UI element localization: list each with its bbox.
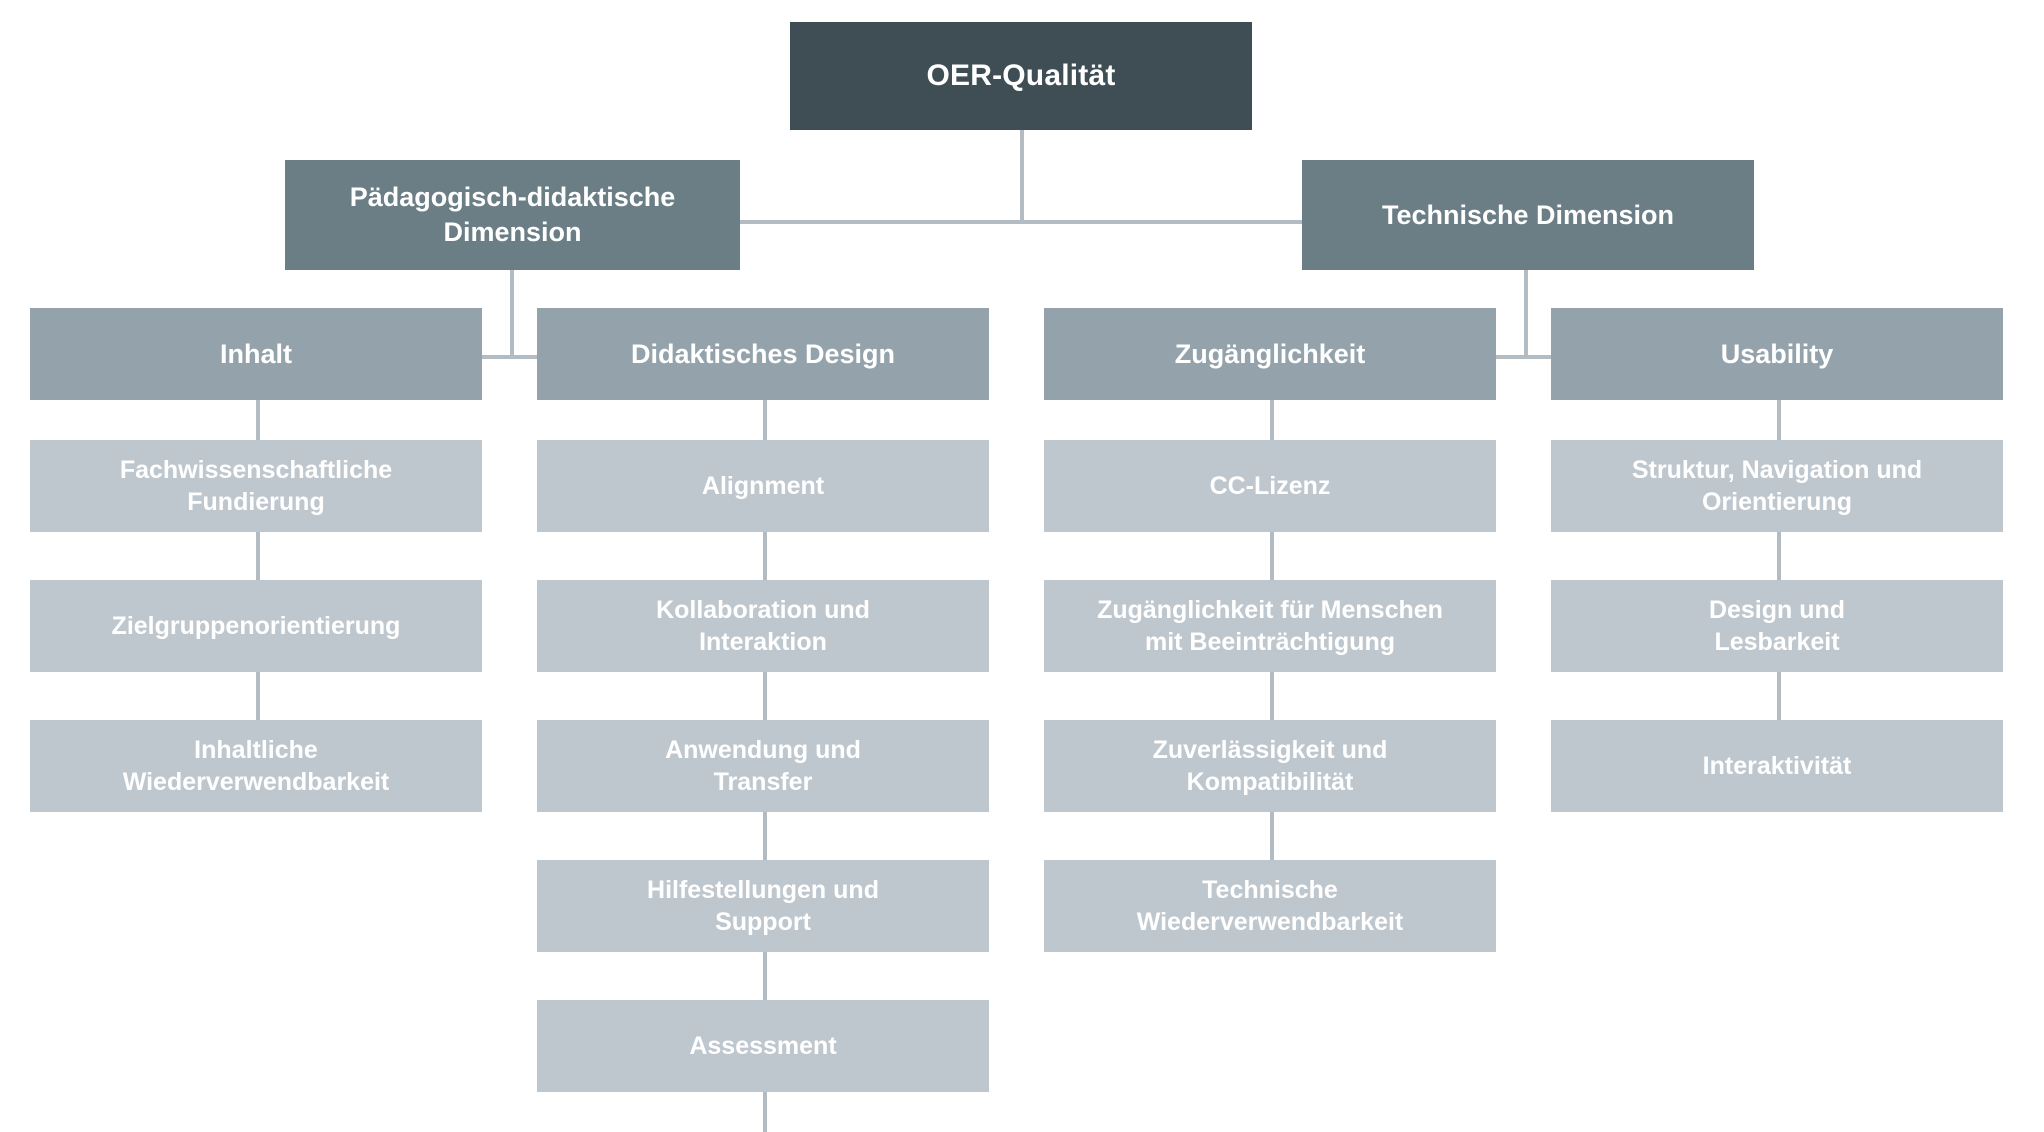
node-criterion-interaktivitaet[interactable]: Interaktivität bbox=[1551, 720, 2003, 812]
node-criterion-kollaboration-und-interaktion[interactable]: Kollaboration und Interaktion bbox=[537, 580, 989, 672]
node-criterion-zielgruppenorientierung[interactable]: Zielgruppenorientierung bbox=[30, 580, 482, 672]
node-criterion-zuverlaessigkeit-und-kompatibilitaet[interactable]: Zuverlässigkeit und Kompatibilität bbox=[1044, 720, 1496, 812]
node-criterion-label: Alignment bbox=[701, 472, 825, 500]
node-criterion-label: Fachwissenschaftliche Fundierung bbox=[119, 456, 393, 516]
node-criterion-technische-wiederverwendbarkeit[interactable]: Technische Wiederverwendbarkeit bbox=[1044, 860, 1496, 952]
node-criterion-label: Kollaboration und Interaktion bbox=[656, 596, 870, 656]
node-criterion-assessment[interactable]: Assessment bbox=[537, 1000, 989, 1092]
node-criterion-label: Inhaltliche Wiederverwendbarkeit bbox=[122, 736, 390, 796]
node-category-zugaenglichkeit[interactable]: Zugänglichkeit bbox=[1044, 308, 1496, 400]
node-category-didaktisches-design-label: Didaktisches Design bbox=[630, 338, 896, 369]
node-criterion-label: CC-Lizenz bbox=[1209, 472, 1331, 500]
node-root-oer-qualitaet[interactable]: OER-Qualität bbox=[790, 22, 1252, 130]
node-criterion-inhaltliche-wiederverwendbarkeit[interactable]: Inhaltliche Wiederverwendbarkeit bbox=[30, 720, 482, 812]
connector-paed-stem bbox=[510, 270, 514, 359]
connector-tech-stem bbox=[1524, 270, 1528, 359]
node-dimension-technisch[interactable]: Technische Dimension bbox=[1302, 160, 1754, 270]
node-criterion-label: Technische Wiederverwendbarkeit bbox=[1136, 876, 1404, 936]
node-criterion-anwendung-und-transfer[interactable]: Anwendung und Transfer bbox=[537, 720, 989, 812]
node-criterion-design-und-lesbarkeit[interactable]: Design und Lesbarkeit bbox=[1551, 580, 2003, 672]
node-category-didaktisches-design[interactable]: Didaktisches Design bbox=[537, 308, 989, 400]
node-criterion-label: Hilfestellungen und Support bbox=[647, 876, 879, 936]
node-criterion-label: Zielgruppenorientierung bbox=[111, 612, 401, 640]
connector-root-stem bbox=[1020, 130, 1024, 222]
node-criterion-label: Assessment bbox=[689, 1032, 837, 1060]
node-category-usability[interactable]: Usability bbox=[1551, 308, 2003, 400]
connector-dimension-bus bbox=[740, 220, 1302, 224]
node-criterion-label: Interaktivität bbox=[1702, 752, 1852, 780]
node-criterion-zugaenglichkeit-fuer-menschen-mit-beeintraechtigung[interactable]: Zugänglichkeit für Menschen mit Beeinträ… bbox=[1044, 580, 1496, 672]
node-root-label: OER-Qualität bbox=[926, 58, 1116, 92]
node-criterion-alignment[interactable]: Alignment bbox=[537, 440, 989, 532]
connector-tech-category-bus bbox=[1271, 355, 1778, 359]
node-criterion-label: Anwendung und Transfer bbox=[665, 736, 861, 796]
node-category-usability-label: Usability bbox=[1720, 338, 1834, 369]
node-criterion-label: Zuverlässigkeit und Kompatibilität bbox=[1152, 736, 1388, 796]
node-category-inhalt-label: Inhalt bbox=[220, 338, 292, 369]
node-criterion-label: Design und Lesbarkeit bbox=[1708, 596, 1846, 656]
node-category-zugaenglichkeit-label: Zugänglichkeit bbox=[1174, 338, 1366, 369]
node-criterion-label: Zugänglichkeit für Menschen mit Beeinträ… bbox=[1097, 596, 1443, 656]
node-category-inhalt[interactable]: Inhalt bbox=[30, 308, 482, 400]
connector-paed-category-bus bbox=[258, 355, 765, 359]
node-criterion-label: Struktur, Navigation und Orientierung bbox=[1631, 456, 1923, 516]
node-criterion-fachwissenschaftliche-fundierung[interactable]: Fachwissenschaftliche Fundierung bbox=[30, 440, 482, 532]
node-dimension-paedagogisch-didaktisch[interactable]: Pädagogisch-didaktische Dimension bbox=[285, 160, 740, 270]
node-dimension-paedagogisch-label: Pädagogisch-didaktische Dimension bbox=[349, 182, 676, 247]
node-criterion-cc-lizenz[interactable]: CC-Lizenz bbox=[1044, 440, 1496, 532]
node-dimension-technisch-label: Technische Dimension bbox=[1381, 199, 1675, 230]
node-criterion-struktur-navigation-und-orientierung[interactable]: Struktur, Navigation und Orientierung bbox=[1551, 440, 2003, 532]
node-criterion-hilfestellungen-und-support[interactable]: Hilfestellungen und Support bbox=[537, 860, 989, 952]
